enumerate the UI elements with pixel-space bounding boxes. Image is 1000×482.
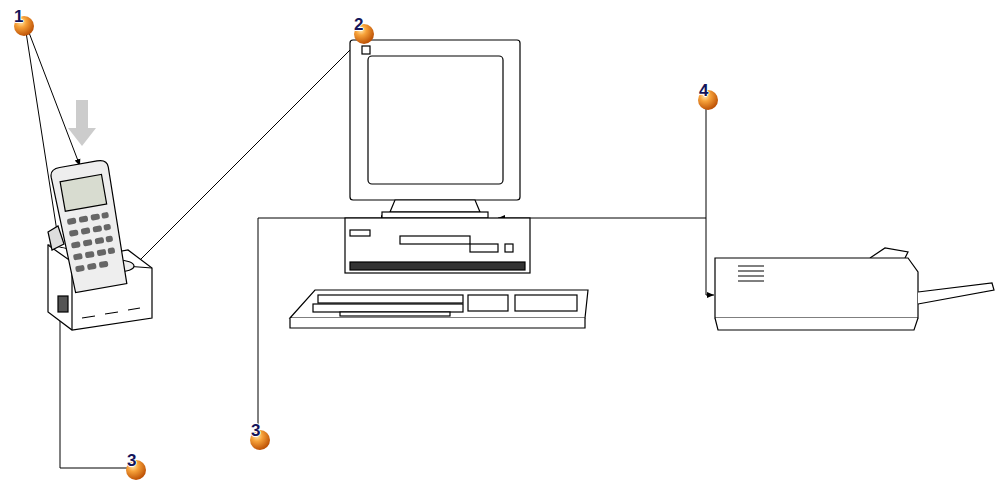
callout-number: 3 [251, 422, 260, 439]
handheld-terminal [50, 159, 129, 293]
computer [290, 40, 588, 328]
callout-number: 1 [14, 8, 23, 25]
printer [715, 248, 994, 330]
callout-number: 2 [354, 16, 363, 33]
callout-number: 4 [699, 82, 708, 99]
insert-arrow [68, 100, 96, 146]
leader-lines [26, 30, 714, 468]
callout-balls [14, 16, 718, 480]
callout-number: 3 [127, 452, 136, 469]
